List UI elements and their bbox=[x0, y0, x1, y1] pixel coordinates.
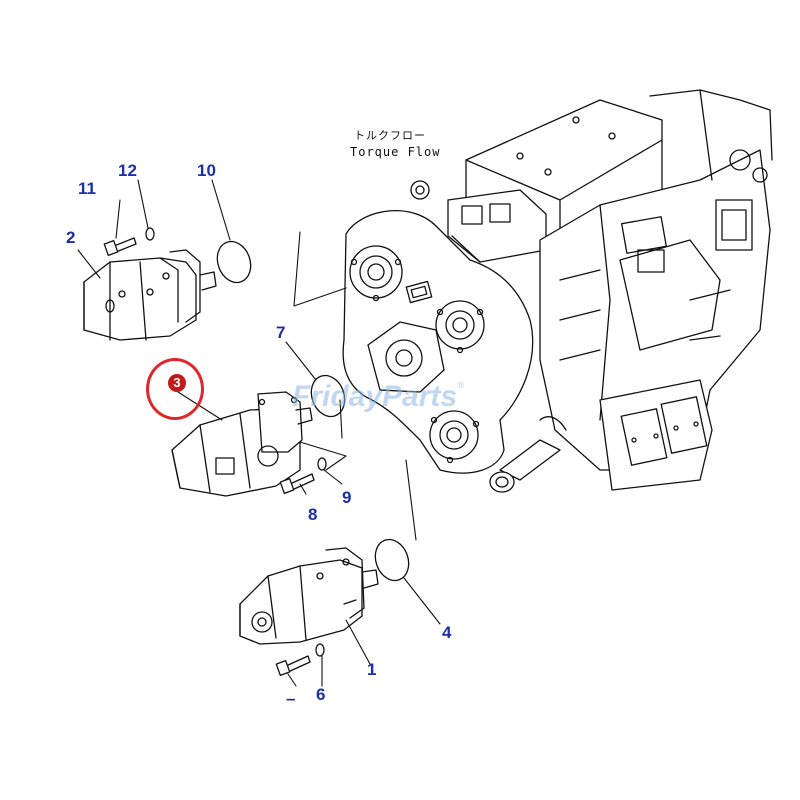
bolts-washers bbox=[103, 227, 327, 676]
pump-3 bbox=[171, 391, 313, 497]
o-ring-4 bbox=[374, 538, 410, 582]
highlight-circle bbox=[146, 358, 204, 420]
pump-2 bbox=[83, 249, 217, 341]
leader-lines bbox=[77, 179, 441, 687]
callout-8[interactable]: 8 bbox=[308, 505, 318, 524]
callout-dash[interactable]: – bbox=[286, 689, 296, 708]
torque-flow-label-jp: トルクフロー bbox=[354, 129, 426, 142]
pump-drive-case bbox=[342, 210, 567, 493]
callout-2[interactable]: 2 bbox=[66, 228, 76, 247]
callout-6[interactable]: 6 bbox=[316, 685, 326, 704]
callout-10[interactable]: 10 bbox=[197, 161, 216, 180]
callout-4[interactable]: 4 bbox=[442, 623, 452, 642]
callout-7[interactable]: 7 bbox=[276, 323, 286, 342]
callout-9[interactable]: 9 bbox=[342, 488, 352, 507]
callout-3[interactable]: 3 bbox=[168, 374, 186, 392]
watermark-logo: FridayParts® bbox=[292, 380, 464, 413]
pump-1 bbox=[239, 547, 379, 645]
callout-11[interactable]: 11 bbox=[78, 179, 96, 198]
watermark-text: FridayParts bbox=[292, 380, 458, 413]
o-ring-10 bbox=[216, 240, 252, 284]
transmission-housing bbox=[410, 89, 773, 491]
callout-1[interactable]: 1 bbox=[367, 660, 377, 679]
callout-12[interactable]: 12 bbox=[118, 161, 137, 180]
o-rings bbox=[216, 240, 410, 582]
o-ring-7 bbox=[310, 374, 346, 418]
torque-flow-label-en: Torque Flow bbox=[350, 145, 441, 159]
